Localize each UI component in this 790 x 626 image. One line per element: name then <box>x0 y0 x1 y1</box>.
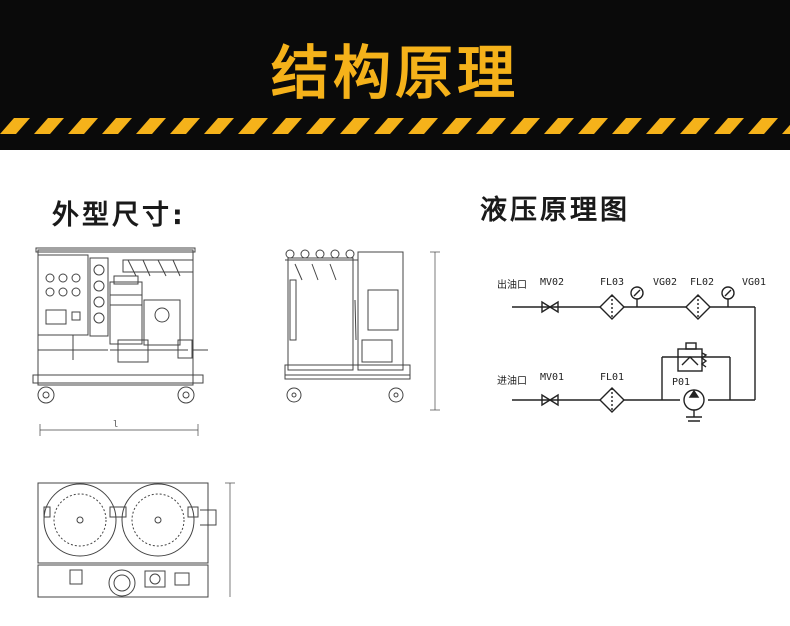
label-fl02: FL02 <box>690 277 715 288</box>
front-view-drawing <box>32 247 208 436</box>
banner: 结构原理 <box>0 0 790 150</box>
top-view-drawing <box>37 482 235 598</box>
label-fl03: FL03 <box>600 277 625 288</box>
label-outlet: 出油口 <box>497 280 527 291</box>
hydraulic-schematic <box>512 286 756 422</box>
label-mv01: MV01 <box>540 372 565 383</box>
label-fl01: FL01 <box>600 372 625 383</box>
dimensions-heading: 外型尺寸: <box>52 200 186 231</box>
banner-title: 结构原理 <box>270 39 519 107</box>
front-dimension-label: l <box>113 420 119 430</box>
label-p01: P01 <box>672 377 691 388</box>
label-mv02: MV02 <box>540 277 565 288</box>
side-view-drawing <box>284 249 440 411</box>
hydraulic-heading: 液压原理图 <box>480 195 630 226</box>
label-vg02: VG02 <box>653 277 678 288</box>
label-inlet: 进油口 <box>497 376 527 387</box>
label-vg01: VG01 <box>742 277 767 288</box>
hazard-stripes <box>0 118 790 134</box>
